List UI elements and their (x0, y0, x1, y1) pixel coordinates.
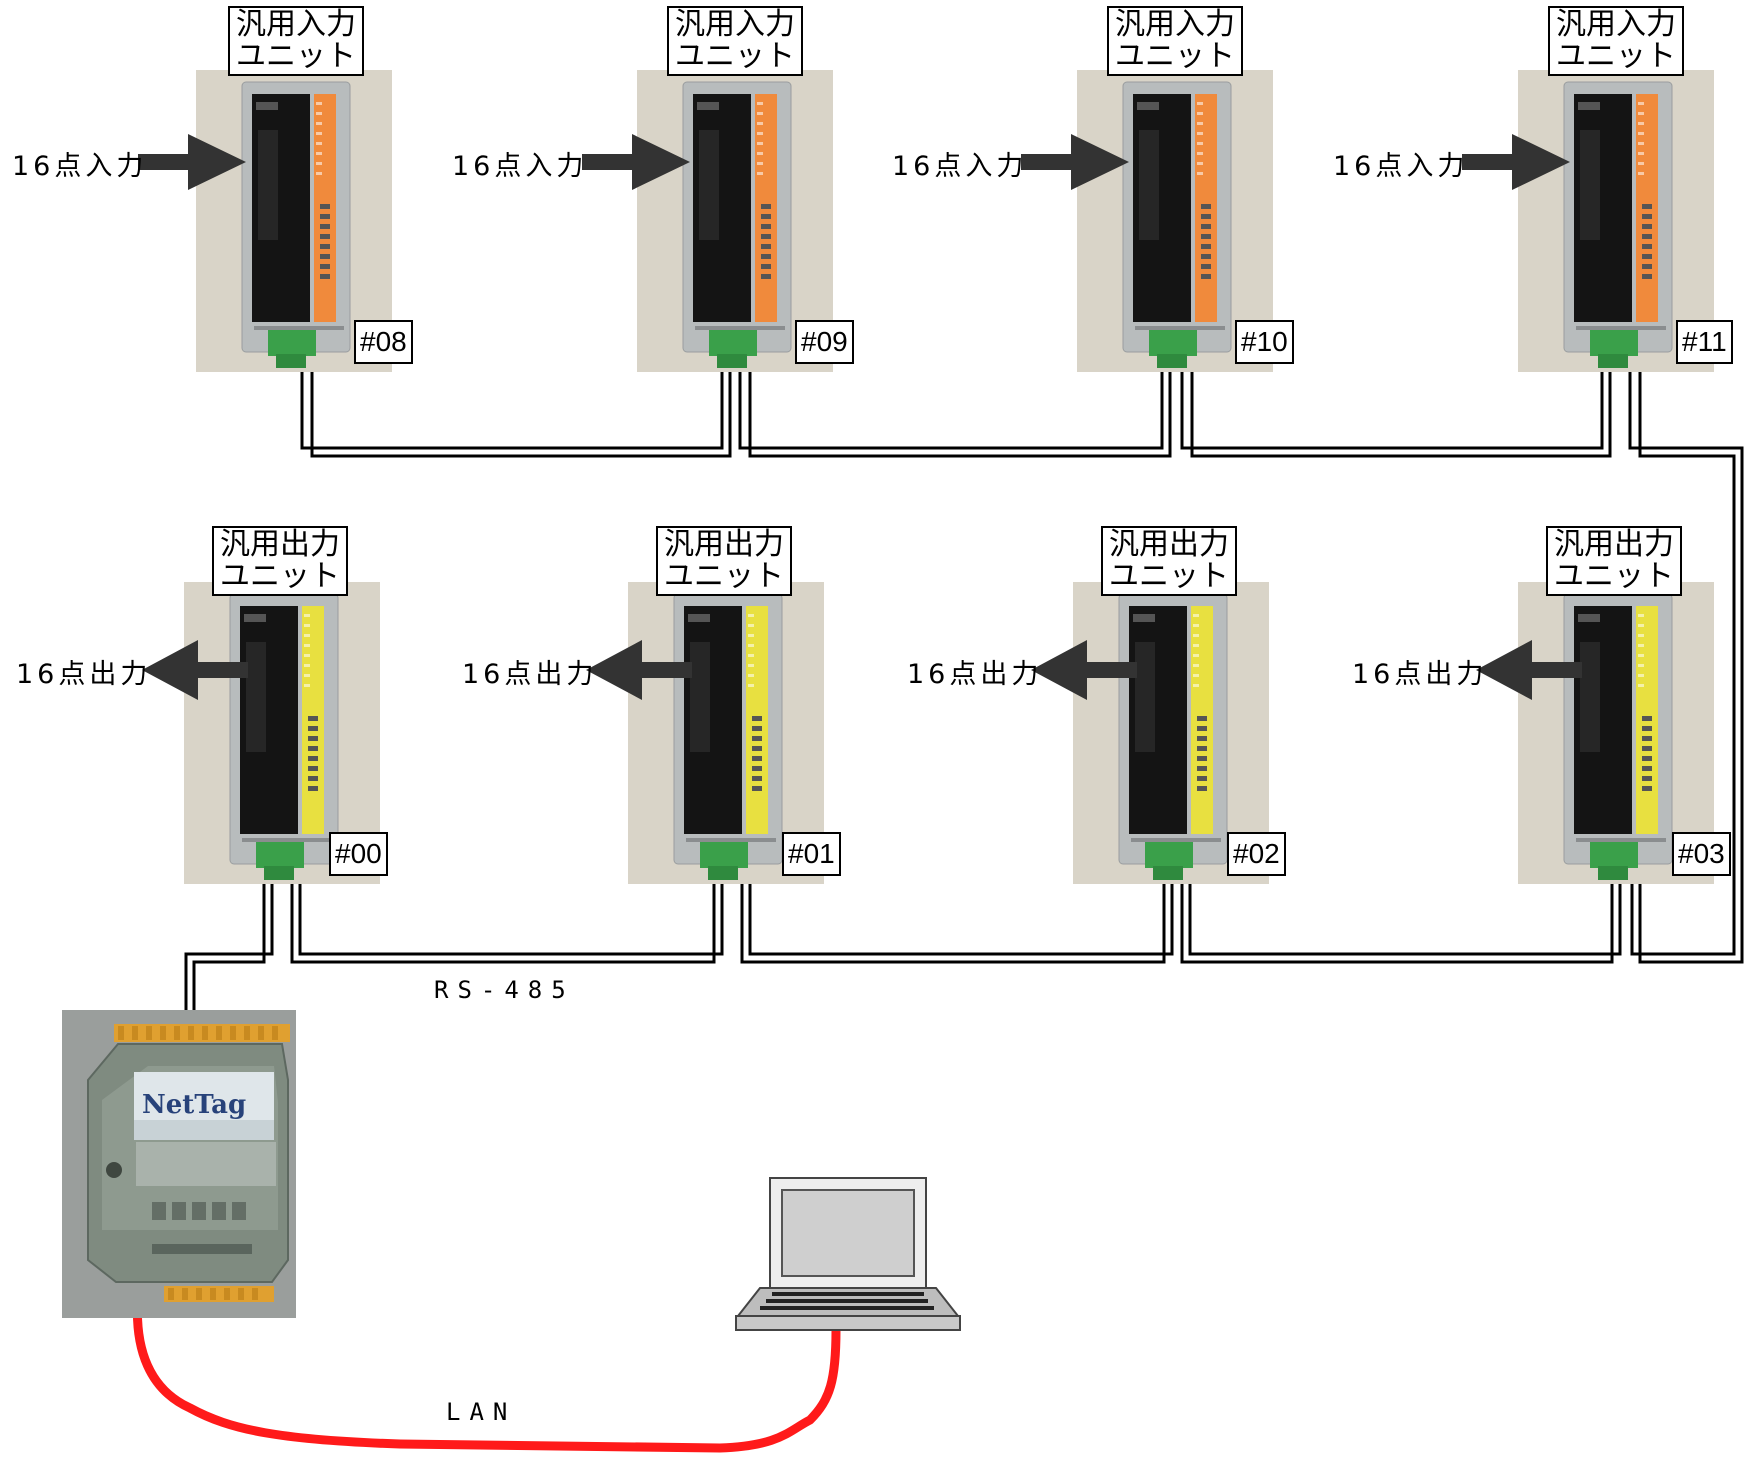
output-unit-label-03: 汎用出力 ユニット (1546, 526, 1682, 596)
address-label-01: #01 (782, 832, 841, 876)
output-text-03: 16点出力 (1352, 659, 1488, 690)
input-unit-label-11: 汎用入力 ユニット (1548, 6, 1684, 76)
laptop (735, 1177, 961, 1331)
nettag-gateway: NetTag (62, 1010, 296, 1318)
address-label-11: #11 (1676, 320, 1733, 364)
input-text-10: 16点入力 (892, 151, 1028, 182)
output-unit-label-01: 汎用出力 ユニット (656, 526, 792, 596)
input-text-09: 16点入力 (452, 151, 588, 182)
output-unit-label-02: 汎用出力 ユニット (1101, 526, 1237, 596)
address-label-10: #10 (1235, 320, 1294, 364)
output-arrows (142, 640, 1582, 700)
input-text-08: 16点入力 (12, 151, 148, 182)
gateway-logo: NetTag (142, 1090, 246, 1120)
input-arrows (138, 134, 1570, 190)
input-unit-label-10: 汎用入力 ユニット (1107, 6, 1243, 76)
output-text-02: 16点出力 (907, 659, 1043, 690)
output-text-00: 16点出力 (16, 659, 152, 690)
address-label-02: #02 (1227, 832, 1286, 876)
address-label-09: #09 (795, 320, 854, 364)
address-label-00: #00 (329, 832, 388, 876)
lan-label: LAN (446, 1398, 517, 1426)
output-text-01: 16点出力 (462, 659, 598, 690)
rs485-label: RS-485 (434, 976, 575, 1004)
input-unit-label-08: 汎用入力 ユニット (228, 6, 364, 76)
rs485-wiring (184, 368, 1744, 1018)
input-text-11: 16点入力 (1333, 151, 1469, 182)
lan-cable (132, 1295, 841, 1453)
input-unit-label-09: 汎用入力 ユニット (667, 6, 803, 76)
output-unit-label-00: 汎用出力 ユニット (212, 526, 348, 596)
address-label-03: #03 (1672, 832, 1731, 876)
address-label-08: #08 (354, 320, 413, 364)
